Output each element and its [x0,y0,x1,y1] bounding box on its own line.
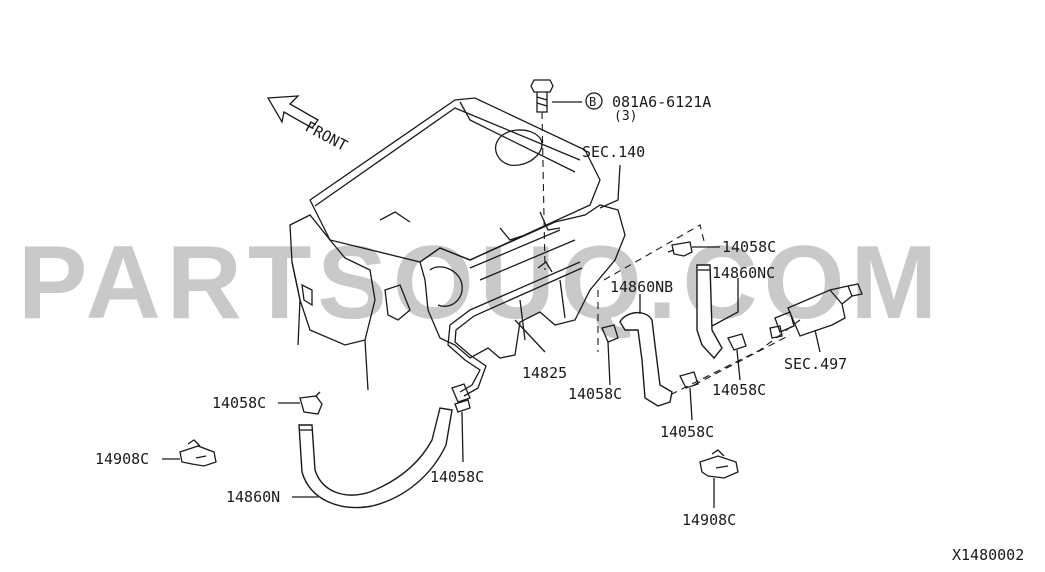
front-label: FRONT [302,118,350,155]
watermark: PARTSOUQ.COM [18,225,943,341]
sec-497-label: SEC.497 [784,355,847,373]
part-clamp-mid-right: 14058C [712,381,766,399]
bolt-marker-circle [585,92,603,110]
purge-valve [769,283,863,339]
bolt-marker: B [589,95,596,109]
bolt-icon [530,79,554,113]
part-hose-nb: 14860NB [610,278,673,296]
clamp-icon [299,391,323,415]
diagram-id: X1480002 [952,546,1024,564]
part-clamp-top-right: 14058C [722,238,776,256]
clamp-icon [601,324,619,343]
front-arrow-icon [266,95,319,129]
bracket-icon [179,439,217,467]
bolt-part-number: 081A6-6121A [612,93,711,111]
part-hose-nc: 14860NC [712,264,775,282]
sec-140-label: SEC.140 [582,143,645,161]
bracket-icon [699,449,739,479]
hose-14860n [298,407,453,509]
clamp-icon [667,241,693,257]
clamp-icon [727,333,747,351]
part-pipe: 14825 [522,364,567,382]
part-clamp-mid-left: 14058C [568,385,622,403]
clamp-icon [451,383,471,413]
part-hose-n: 14860N [226,488,280,506]
clamp-icon [679,371,699,389]
part-bracket-bottom: 14908C [682,511,736,529]
part-clamp-bottom-mid: 14058C [660,423,714,441]
bolt-quantity: (3) [614,109,637,124]
pipe-14825 [447,261,583,397]
engine-block [289,97,626,391]
part-bracket-left: 14908C [95,450,149,468]
part-clamp-left: 14058C [212,394,266,412]
part-clamp-lower-center: 14058C [430,468,484,486]
hose-14860nc [696,264,723,360]
hose-14860nb [619,312,673,407]
